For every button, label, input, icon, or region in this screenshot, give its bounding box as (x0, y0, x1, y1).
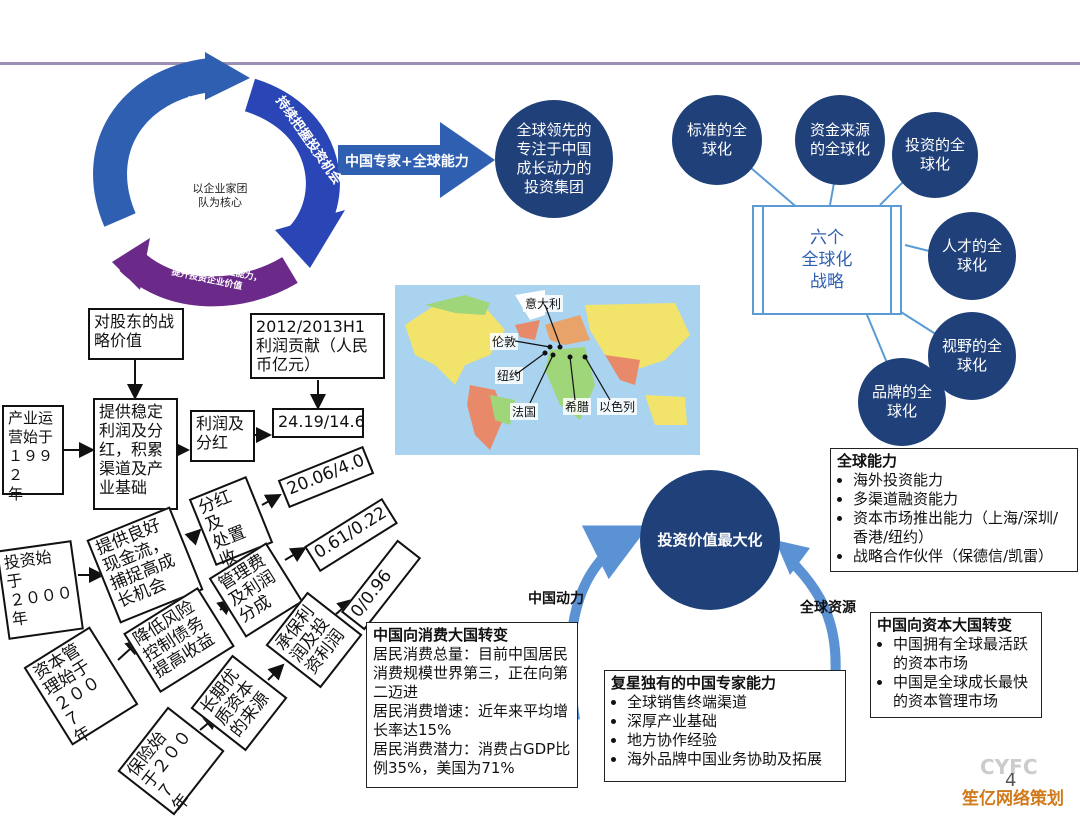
footer-brand: 笙亿网络策划 (962, 789, 1064, 809)
map-pointer-lines (514, 304, 611, 404)
fosun-ability-title: 复星独有的中国专家能力 (611, 674, 777, 692)
lead-circle-text: 全球领先的 专注于中国 成长动力的 投资集团 (516, 121, 592, 196)
page-number: 4 (1005, 770, 1017, 791)
strategy-item-label: 资金来源 的全球化 (809, 121, 870, 158)
strategy-item-label: 投资的全 球化 (904, 136, 965, 173)
header-divider (0, 62, 1080, 65)
strategy-item-investment: 投资的全 球化 (892, 112, 978, 198)
list-item: 中国拥有全球最活跃的资本市场 (893, 635, 1035, 673)
shareholder-box: 对股东的战 略价值 (88, 308, 184, 360)
map-label-london: 伦敦 (490, 333, 519, 350)
strategy-item-label: 品牌的全 球化 (871, 383, 932, 420)
strategy-item-label: 标准的全 球化 (686, 121, 747, 158)
list-item: 中国是全球成长最快的资本管理市场 (893, 673, 1035, 711)
header-band (0, 0, 1080, 62)
list-item: 海外投资能力 (853, 471, 1071, 490)
strategy-item-label: 视野的全 球化 (941, 337, 1002, 374)
strategy-item-brand: 品牌的全 球化 (858, 358, 946, 446)
strategy-item-standard: 标准的全 球化 (672, 95, 762, 185)
cycle-arc-bottom (119, 248, 298, 307)
strategy-center: 六个 全球化 战略 (752, 205, 902, 315)
map-label-greece: 希腊 (563, 398, 592, 415)
map-label-france: 法国 (510, 403, 539, 420)
consumption-line: 居民消费潜力：消费占GDP比例35%，美国为71% (373, 740, 571, 777)
profit-title-box: 2012/2013H1 利润贡献（人民 币亿元） (250, 313, 385, 379)
list-item: 全球销售终端渠道 (627, 693, 839, 712)
banner-arrow-label: 中国专家+全球能力 (345, 154, 469, 170)
capital-power-panel: 中国向资本大国转变 中国拥有全球最活跃的资本市场 中国是全球成长最快的资本管理市… (870, 612, 1042, 718)
list-item: 资本市场推出能力（上海/深圳/香港/纽约） (853, 509, 1071, 547)
banner-arrow (338, 122, 495, 198)
maximize-text: 投资价值最大化 (657, 530, 763, 549)
map-label-newyork: 纽约 (495, 367, 524, 384)
strategy-item-label: 人才的全 球化 (941, 237, 1002, 274)
profit-dividend-box: 利润及 分红 (190, 410, 255, 462)
global-capability-title: 全球能力 (837, 452, 898, 470)
fosun-ability-panel: 复星独有的中国专家能力 全球销售终端渠道 深厚产业基础 地方协作经验 海外品牌中… (604, 670, 846, 782)
maximize-circle: 投资价值最大化 (640, 470, 780, 610)
map-label-israel: 以色列 (597, 398, 638, 415)
consumption-panel: 中国向消费大国转变 居民消费总量：目前中国居民消费规模世界第三，正在向第二迈进 … (366, 622, 578, 788)
list-item: 深厚产业基础 (627, 712, 839, 731)
strategy-item-talent: 人才的全 球化 (928, 212, 1016, 300)
watermark: CYFC (980, 755, 1038, 779)
start-1992-box: 产业运 营始于 １９９２ 年 (2, 405, 64, 503)
strategy-item-funding: 资金来源 的全球化 (795, 95, 885, 185)
stable-profit-box: 提供稳定 利润及分 红，积累 渠道及产 业基础 (93, 398, 178, 510)
global-capability-panel: 全球能力 海外投资能力 多渠道融资能力 资本市场推出能力（上海/深圳/香港/纽约… (830, 448, 1078, 572)
map-label-italy: 意大利 (523, 295, 564, 312)
list-item: 战略合作伙伴（保德信/凯雷） (853, 547, 1071, 566)
capital-power-title: 中国向资本大国转变 (877, 616, 1013, 634)
cycle-arc-top (93, 58, 213, 227)
global-resource-label: 全球资源 (800, 600, 856, 616)
list-item: 多渠道融资能力 (853, 490, 1071, 509)
strategy-center-text: 六个 全球化 战略 (801, 228, 853, 292)
list-item: 地方协作经验 (627, 731, 839, 750)
list-item: 海外品牌中国业务协助及拓展 (627, 750, 839, 769)
value-1-box: 24.19/14.6 (272, 408, 365, 438)
china-power-label: 中国动力 (528, 591, 584, 607)
consumption-title: 中国向消费大国转变 (373, 626, 509, 644)
lead-circle: 全球领先的 专注于中国 成长动力的 投资集团 (495, 100, 613, 218)
consumption-line: 居民消费增速：近年来平均增长率达15% (373, 702, 569, 739)
start-2000-box: 投资始 于 ２０００ 年 (0, 540, 84, 640)
world-map: 意大利 伦敦 纽约 法国 希腊 以色列 (395, 285, 700, 455)
cycle-center-text: 以企业家团 队为核心 (192, 182, 248, 209)
consumption-line: 居民消费总量：目前中国居民消费规模世界第三，正在向第二迈进 (373, 645, 569, 701)
